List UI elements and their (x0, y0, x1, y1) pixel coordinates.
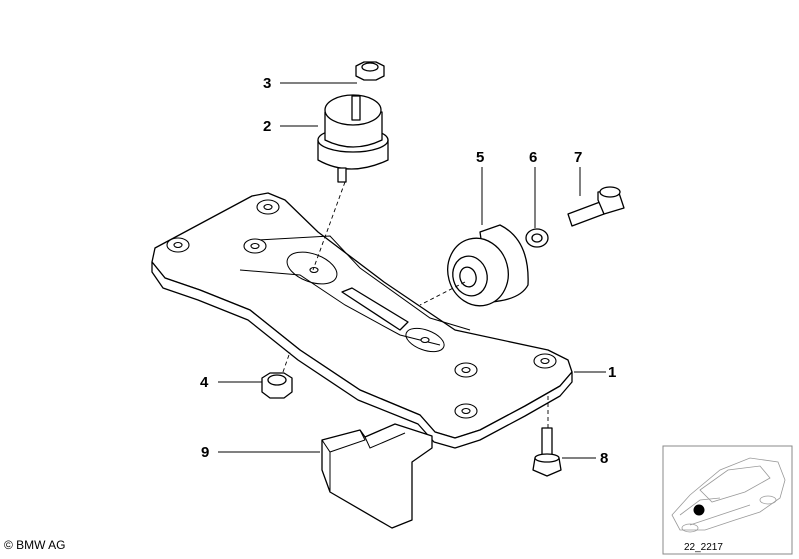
callout-2: 2 (263, 118, 271, 135)
callout-9: 9 (201, 444, 209, 461)
nut-part-4[interactable] (261, 372, 293, 399)
bolt-part-7[interactable] (567, 186, 625, 227)
reference-code: 22_2217 (684, 542, 723, 553)
assembly-line-bushing (419, 281, 466, 306)
callout-8: 8 (600, 450, 608, 467)
callout-4: 4 (200, 374, 209, 391)
car-outline (671, 457, 786, 533)
callout-3: 3 (263, 75, 271, 92)
callout-7: 7 (574, 149, 582, 166)
assembly-line-nut (282, 351, 291, 373)
bracket-part-9[interactable] (321, 423, 433, 529)
location-marker-dot (693, 504, 705, 516)
callout-1: 1 (608, 364, 616, 381)
callout-6: 6 (529, 149, 537, 166)
nut-part-3[interactable] (355, 61, 385, 81)
vehicle-locator-thumbnail: 22_2217 (662, 445, 793, 555)
bolt-part-8[interactable] (532, 427, 562, 477)
assembly-line-mount (312, 181, 346, 271)
bushing-part-5[interactable] (440, 224, 529, 313)
rubber-mount-part-2[interactable] (317, 94, 389, 183)
callout-5: 5 (476, 149, 484, 166)
crossmember-part-1[interactable] (151, 192, 573, 449)
copyright-notice: © BMW AG (4, 538, 66, 552)
washer-part-6[interactable] (525, 228, 549, 248)
